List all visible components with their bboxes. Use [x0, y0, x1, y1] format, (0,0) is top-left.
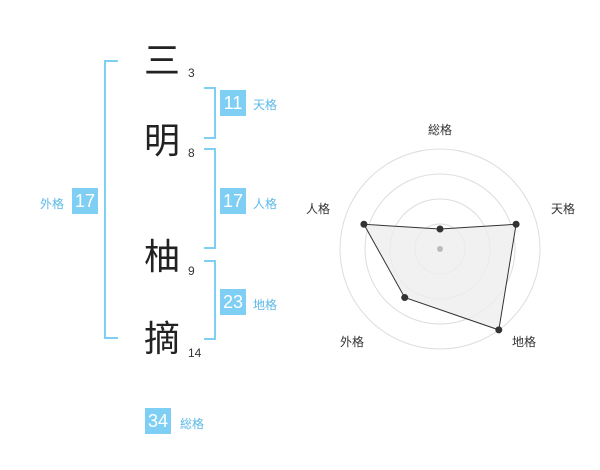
radar-point: [436, 225, 444, 233]
radar-points: [360, 220, 520, 334]
chikaku-badge: 23: [220, 289, 247, 315]
gaikaku-label: 外格: [40, 197, 65, 211]
name-char-1: 三: [143, 41, 180, 82]
tenkaku-label: 天格: [253, 98, 278, 112]
axis-label-tenkaku: 天格: [551, 201, 575, 216]
gaikaku-bracket: [104, 60, 118, 339]
stroke-count-1: 3: [188, 66, 195, 80]
radar-point: [360, 220, 368, 228]
soukaku-label: 総格: [180, 417, 205, 431]
name-char-3: 柚: [143, 237, 180, 278]
radar-ring: [339, 148, 541, 350]
stroke-count-3: 9: [188, 264, 195, 278]
tenkaku-bracket: [204, 87, 216, 139]
tenkaku-badge: 11: [220, 90, 246, 116]
axis-label-soukaku: 総格: [428, 122, 452, 137]
soukaku-badge: 34: [145, 408, 172, 434]
chikaku-bracket: [204, 260, 216, 340]
jinkaku-label: 人格: [253, 197, 278, 211]
axis-label-gaikaku: 外格: [340, 334, 364, 349]
name-char-4: 摘: [143, 319, 180, 360]
radar-value-polygon: [363, 223, 517, 331]
chikaku-label: 地格: [253, 298, 278, 312]
radar-ring: [364, 173, 516, 325]
radar-point: [512, 220, 520, 228]
jinkaku-badge: 17: [220, 188, 247, 214]
radar-point: [401, 294, 409, 302]
radar-center-dot: [437, 246, 443, 252]
name-char-2: 明: [143, 121, 180, 162]
axis-label-jinkaku: 人格: [306, 201, 330, 216]
axis-label-chikaku: 地格: [512, 334, 536, 349]
gaikaku-badge: 17: [72, 188, 99, 214]
stroke-count-2: 8: [188, 146, 195, 160]
radar-point: [495, 326, 503, 334]
jinkaku-bracket: [204, 148, 216, 249]
stroke-count-4: 14: [188, 346, 202, 360]
radar-chart: 総格 天格 地格 外格 人格: [306, 122, 575, 350]
